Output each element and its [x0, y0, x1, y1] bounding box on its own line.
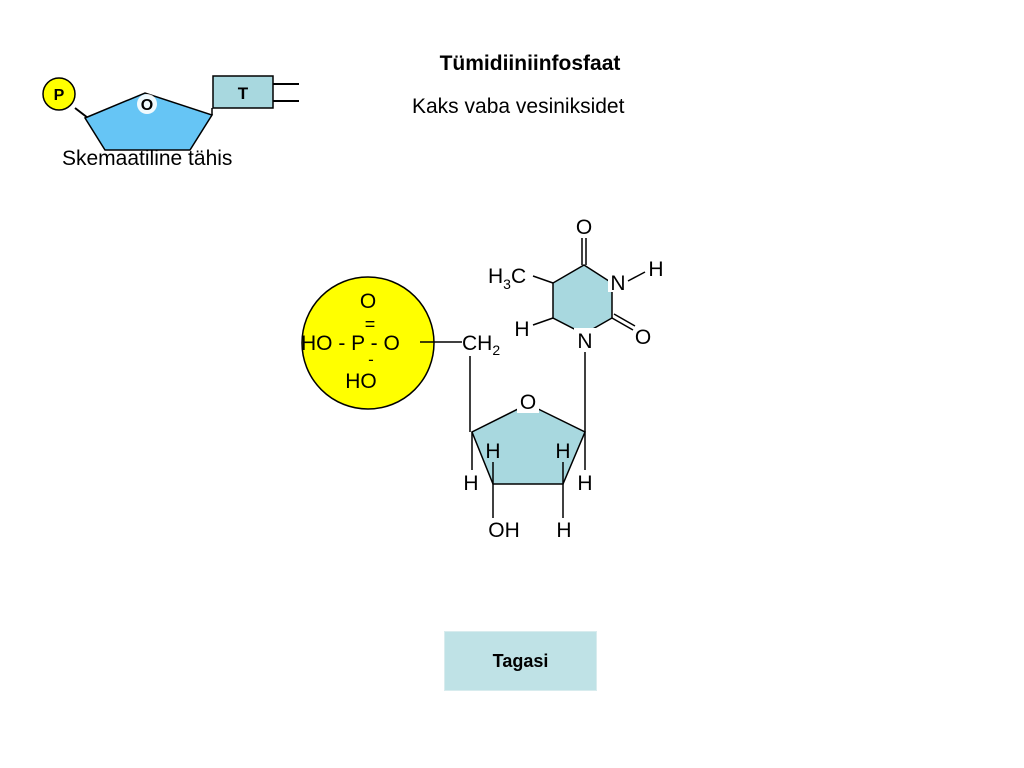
page-title: Tümidiiniinfosfaat	[439, 52, 621, 75]
phosphate-group: O = HO - P - O - HO	[301, 276, 435, 410]
thymine-n3: N	[610, 272, 625, 295]
schematic-sugar-label: O	[141, 97, 153, 114]
schematic-phosphate-label: P	[54, 87, 65, 104]
sugar-c3-hydroxyl: OH	[488, 519, 520, 542]
bond-n3-h	[627, 271, 646, 282]
sugar-c2-hydrogen-down: H	[556, 519, 571, 542]
phosphate-double-bond: =	[365, 314, 376, 334]
phosphate-top-oxygen: O	[360, 290, 376, 313]
bond-methyl	[532, 275, 554, 284]
schematic-symbol: P O T	[42, 75, 299, 151]
schematic-sugar-pentagon	[83, 92, 214, 151]
phosphate-main-line: HO - P - O	[301, 332, 400, 355]
bond-c2-o-b	[613, 313, 636, 327]
sugar-o-bg	[517, 391, 539, 413]
thymine-base: O N H H3C H O N	[488, 216, 664, 353]
page-subtitle: Kaks vaba vesiniksidet	[412, 95, 625, 118]
thymine-n1: N	[577, 330, 592, 353]
methyl-group: H3C	[488, 265, 526, 292]
sugar-ring-oxygen: O	[520, 391, 536, 414]
ch2-label: CH2	[462, 332, 500, 358]
n3-label-bg	[608, 272, 628, 292]
thymine-hexagon	[552, 264, 613, 335]
schematic-base-box	[212, 75, 274, 109]
schematic-link-phosphate	[74, 107, 89, 119]
sugar-c2-hydrogen-up: H	[555, 440, 570, 463]
schematic-caption: Skemaatiline tähis	[62, 147, 233, 170]
schematic-base-label: T	[238, 84, 249, 103]
bond-c2-o-a	[611, 317, 634, 331]
sugar-c4-hydrogen: H	[463, 472, 478, 495]
phosphate-single-bond: -	[368, 350, 374, 369]
thymine-c6-hydrogen: H	[514, 318, 529, 341]
phosphate-bottom-hydroxyl: HO	[345, 370, 377, 393]
back-button[interactable]: Tagasi	[444, 631, 597, 691]
sugar-c3-hydrogen-up: H	[485, 440, 500, 463]
phosphate-circle	[301, 276, 435, 410]
thymine-right-oxygen: O	[635, 326, 651, 349]
schematic-sugar-o-bg	[137, 94, 157, 114]
sugar-pentagon	[471, 403, 586, 485]
schematic-phosphate-circle	[42, 77, 76, 111]
bond-c6-h	[532, 317, 554, 326]
thymine-n3-hydrogen: H	[648, 258, 663, 281]
thymine-top-oxygen: O	[576, 216, 592, 239]
n1-label-bg	[574, 328, 596, 350]
sugar-c1-hydrogen: H	[577, 472, 592, 495]
deoxyribose-sugar: O H H H H OH H	[463, 391, 593, 542]
